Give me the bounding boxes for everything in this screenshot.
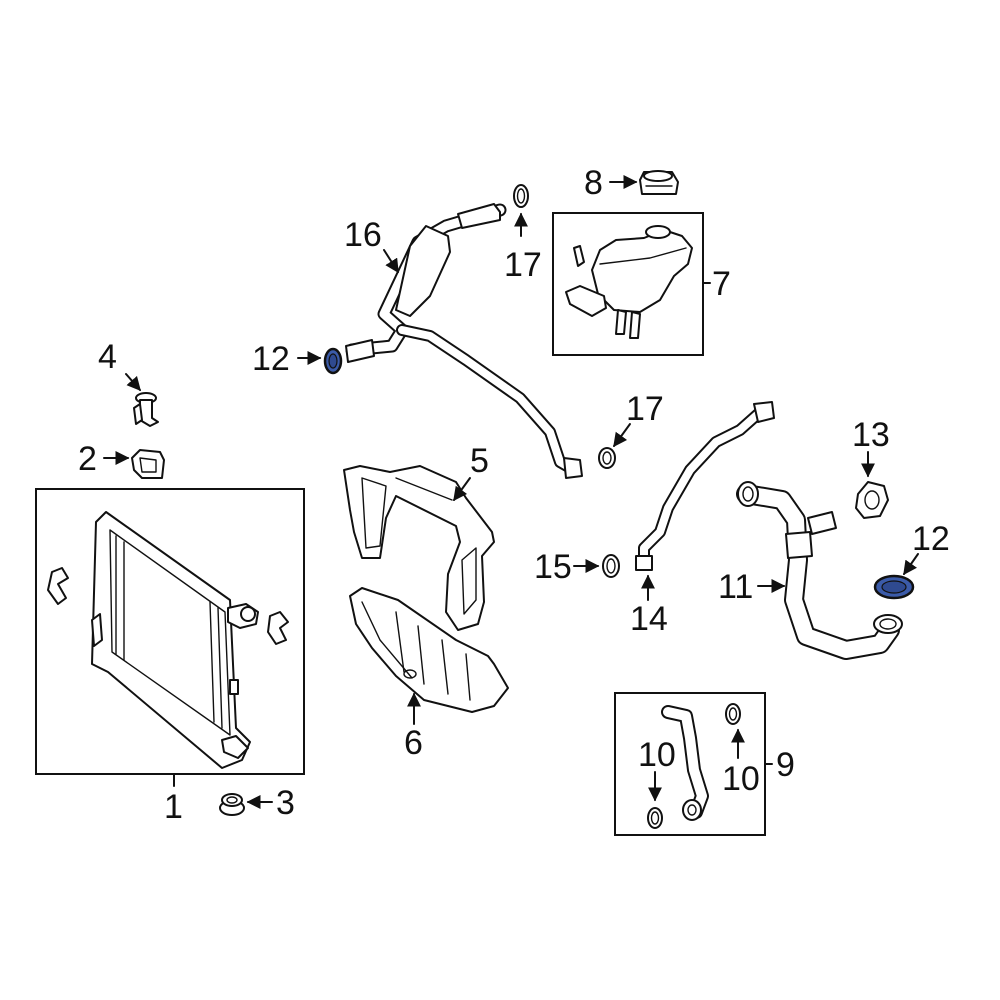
o-ring-right — [598, 447, 616, 469]
callout-7: 7 — [712, 265, 731, 303]
callout-12-right-arrow — [903, 553, 919, 576]
hose-kit-pipe — [661, 705, 709, 821]
part-17-upper-group: 17 — [504, 184, 542, 284]
callout-9: 9 — [776, 746, 795, 784]
part-14-group: 14 — [630, 401, 775, 638]
callout-12-left: 12 — [252, 340, 290, 378]
part-4-group: 4 — [98, 338, 159, 427]
callout-2: 2 — [78, 440, 97, 478]
part-2-group: 2 — [78, 440, 165, 479]
callout-1: 1 — [164, 788, 183, 826]
part-6-group: 6 — [349, 587, 509, 762]
callout-17-right-arrow — [613, 423, 631, 448]
callout-8: 8 — [584, 164, 603, 202]
callout-12-right: 12 — [912, 520, 950, 558]
callout-14: 14 — [630, 600, 668, 638]
seal-ring-right-hole — [881, 580, 907, 594]
callout-10-right: 10 — [722, 760, 760, 798]
hose-clamp — [855, 481, 889, 519]
callout-4: 4 — [98, 338, 117, 376]
radiator-box — [35, 488, 305, 775]
radiator — [91, 511, 259, 769]
o-ring-15 — [602, 554, 620, 578]
radiator-clip-left — [47, 567, 69, 605]
callout-16: 16 — [344, 216, 382, 254]
callout-5-arrow — [453, 477, 471, 502]
part-12-left-group: 12 — [252, 340, 343, 378]
part-16-group: 16 — [344, 203, 583, 479]
part-11-group: 11 — [718, 481, 903, 660]
callout-11: 11 — [718, 568, 753, 606]
lower-air-deflector — [349, 587, 509, 713]
part-12-right-group: 12 — [873, 520, 950, 600]
mounting-pin — [133, 392, 159, 427]
callout-5: 5 — [470, 442, 489, 480]
radiator-clip-right — [267, 611, 289, 645]
coolant-hose-lower — [736, 481, 903, 660]
callout-15: 15 — [534, 548, 572, 586]
upper-air-duct-frame — [343, 465, 495, 631]
hose-kit-o-ring-bottom — [647, 807, 663, 829]
part-8-group: 8 — [584, 164, 679, 202]
hose-kit-o-ring-top — [725, 703, 741, 725]
callout-3: 3 — [276, 784, 295, 822]
part-5-group: 5 — [343, 442, 495, 631]
bypass-hose-pipe — [345, 203, 583, 479]
coolant-reservoir — [565, 225, 693, 339]
reservoir-cap — [639, 170, 679, 195]
part-7-group: 7 — [552, 212, 731, 356]
callout-16-arrow — [383, 249, 399, 274]
part-3-group: 3 — [219, 784, 295, 822]
radiator-mount-bracket — [131, 449, 165, 479]
part-17-right-group: 17 — [598, 390, 664, 469]
part-13-group: 13 — [852, 416, 890, 519]
callout-4-arrow — [125, 373, 141, 392]
callout-13: 13 — [852, 416, 890, 454]
coolant-hose-upper — [635, 401, 775, 571]
part-9-group: 10 10 9 — [614, 692, 795, 836]
o-ring-upper — [513, 184, 529, 208]
callout-17-right: 17 — [626, 390, 664, 428]
seal-ring-left-hole — [328, 353, 338, 369]
radiator-group: 1 — [35, 488, 305, 826]
radiator-lower-grommet — [219, 793, 245, 816]
callout-10-left: 10 — [638, 736, 676, 774]
part-15-group: 15 — [534, 548, 620, 586]
callout-17-upper: 17 — [504, 246, 542, 284]
callout-6: 6 — [404, 724, 423, 762]
